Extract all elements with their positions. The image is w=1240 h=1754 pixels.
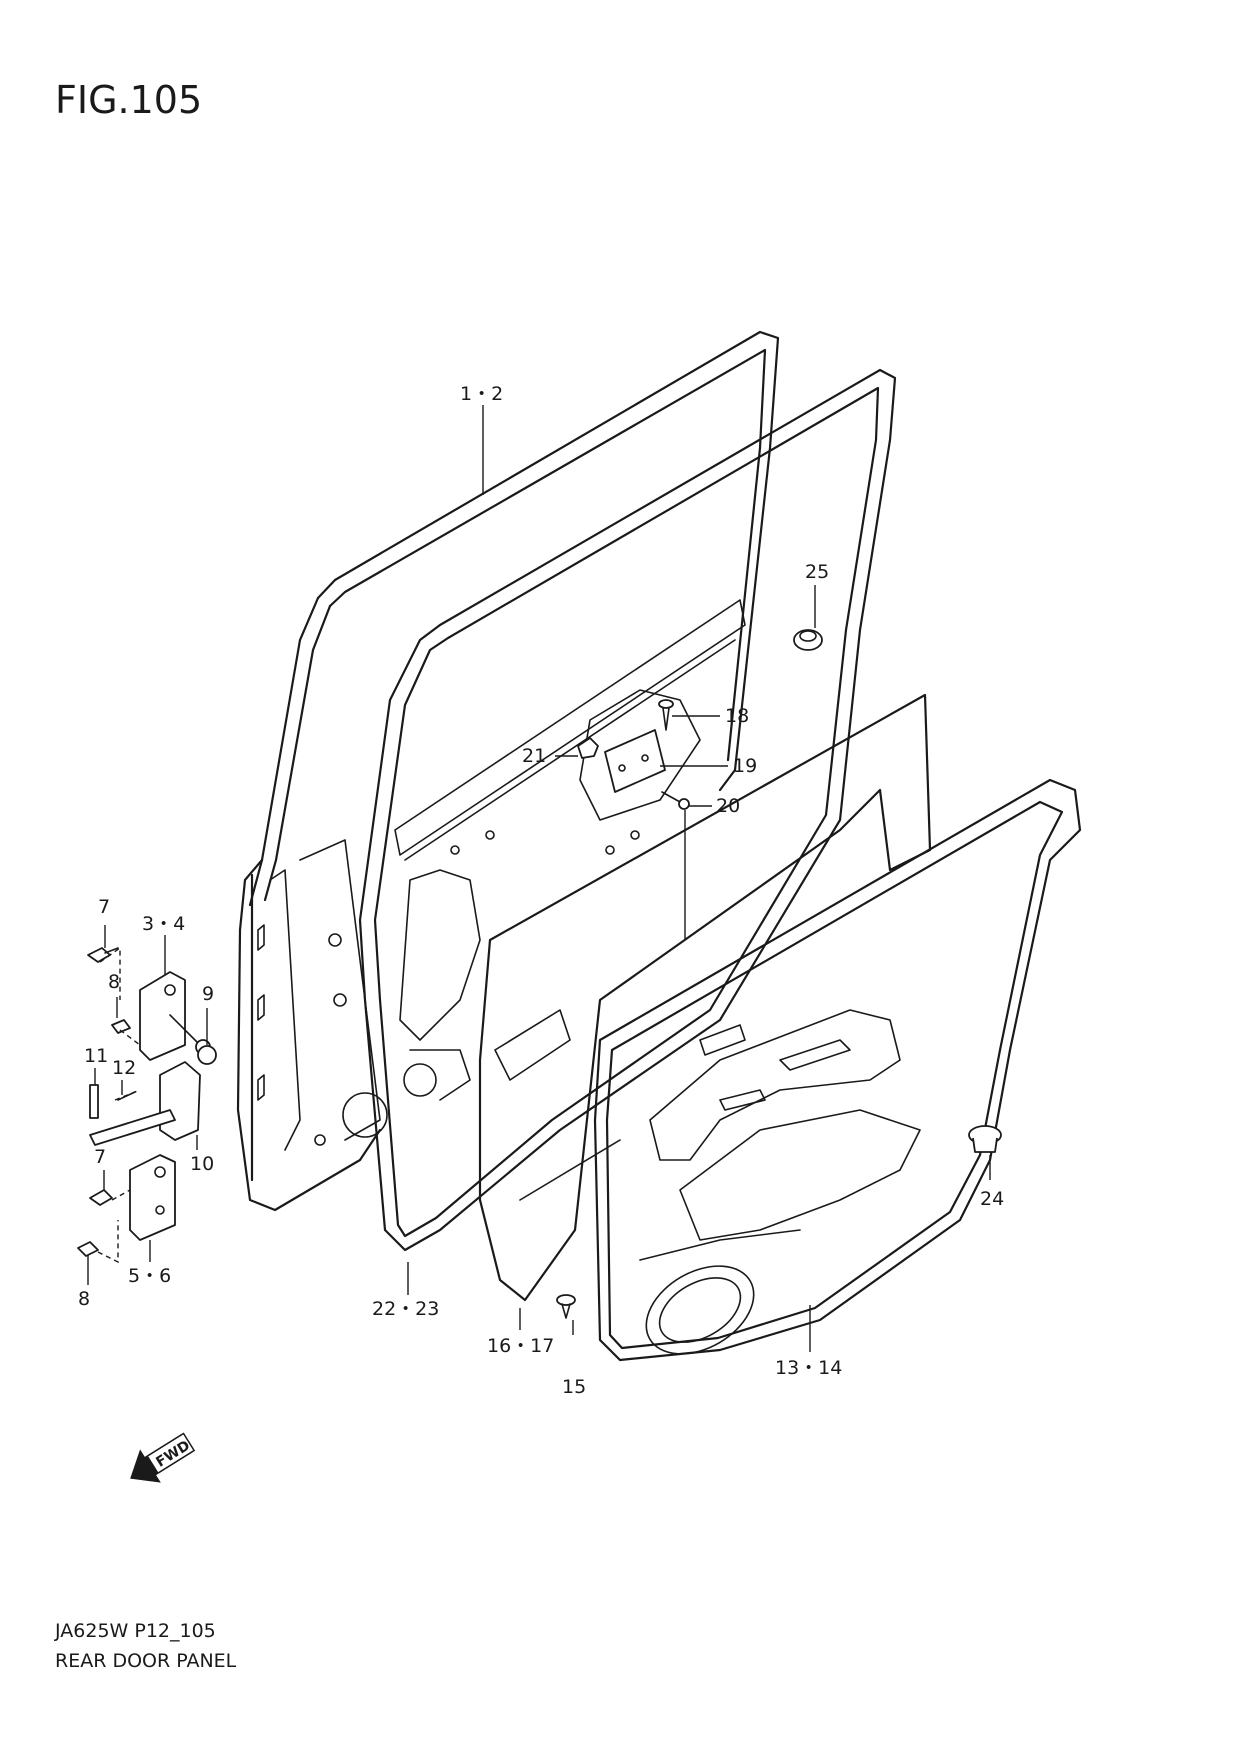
callout-5-6: 5・6 [128,1265,171,1287]
callout-11: 11 [84,1045,108,1067]
callout-8-lower: 8 [78,1288,90,1310]
callout-3-4: 3・4 [142,913,185,935]
callout-10: 10 [190,1153,214,1175]
callout-13-14: 13・14 [775,1357,842,1379]
nut-9 [197,1045,217,1065]
hinge-dashed-guide [97,946,141,1264]
callout-9: 9 [202,983,214,1005]
door-check-10 [89,1061,201,1146]
upper-hinge-3-4 [139,971,211,1061]
screw-20 [661,791,690,810]
pin-11 [89,1084,99,1119]
door-opening-weatherstrip [358,368,897,1252]
callout-21: 21 [522,745,546,767]
callout-12: 12 [112,1057,136,1079]
screw-18 [658,699,674,731]
callout-20: 20 [716,795,740,817]
callout-15: 15 [562,1376,586,1398]
plug-24 [968,1125,1002,1153]
figure-name: REAR DOOR PANEL [55,1650,237,1672]
grommet-25 [793,629,823,651]
leader-lines [87,405,991,1352]
callout-labels: 1・2 25 18 21 19 20 7 3・4 8 9 11 12 10 7 … [78,383,1004,1398]
bolt-7-lower [89,1189,113,1206]
door-sealing-sheet [478,693,932,1302]
callout-18: 18 [725,705,749,727]
fwd-arrow-icon: FWD [130,1432,196,1483]
clip-15 [556,1294,576,1319]
callout-24: 24 [980,1188,1004,1210]
callout-7-upper: 7 [98,896,110,918]
clip-21 [577,737,599,759]
callout-22-23: 22・23 [372,1298,439,1320]
callout-1-2: 1・2 [460,383,503,405]
callout-16-17: 16・17 [487,1335,554,1357]
door-weatherstrip-outer [248,330,780,907]
bolt-8-lower [77,1241,99,1257]
callout-19: 19 [733,755,757,777]
callout-7-lower: 7 [94,1146,106,1168]
lower-hinge-5-6 [129,1154,176,1241]
door-inner-panel [236,599,746,1212]
bracket-19 [604,729,666,793]
figure-title: FIG.105 [55,78,203,122]
figure-code: JA625W P12_105 [55,1620,216,1642]
callout-8-upper: 8 [108,971,120,993]
bolt-8-upper [111,1019,131,1034]
door-trim-panel [593,778,1082,1362]
callout-25: 25 [805,561,829,583]
